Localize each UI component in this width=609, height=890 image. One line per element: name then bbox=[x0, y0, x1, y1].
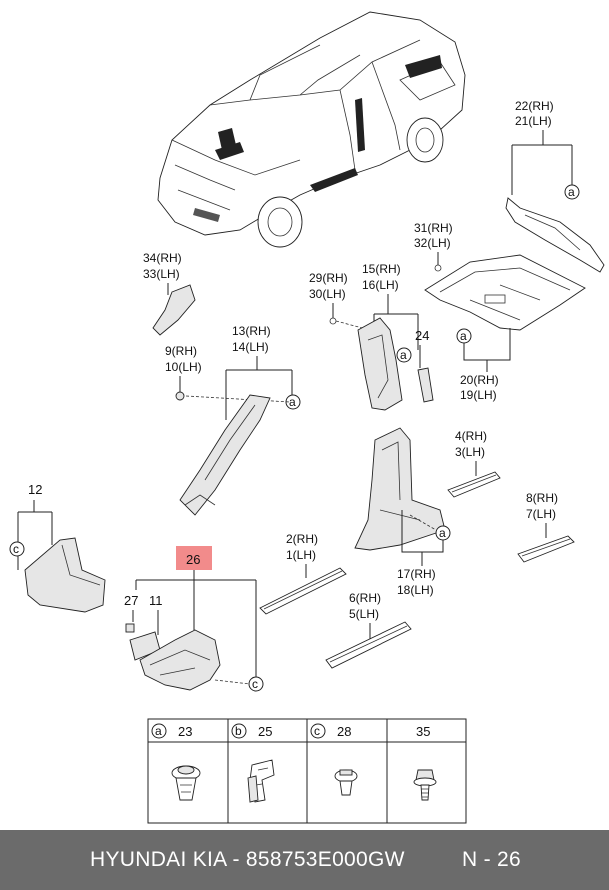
part-12: 12 c bbox=[9, 482, 106, 613]
part-number-footer: HYUNDAI KIA - 858753E000GW N - 26 bbox=[0, 830, 609, 890]
vehicle-illustration bbox=[157, 11, 466, 248]
svg-text:a: a bbox=[289, 395, 296, 409]
legend-num-28: 28 bbox=[337, 724, 351, 739]
part-6-5: 6(RH) 5(LH) bbox=[325, 591, 412, 669]
clip-28-icon bbox=[334, 769, 358, 796]
part-a-pillar: 13(RH) 14(LH) a 9(RH) 10(LH) bbox=[165, 324, 301, 516]
callout-20: 20(RH) bbox=[460, 373, 499, 387]
callout-31: 31(RH) bbox=[414, 221, 453, 235]
callout-5: 5(LH) bbox=[349, 607, 379, 621]
footer-part-number: HYUNDAI KIA - 858753E000GW bbox=[90, 848, 405, 871]
clip-25-icon bbox=[247, 759, 275, 803]
legend-num-35: 35 bbox=[416, 724, 430, 739]
parts-diagram: 22(RH) 21(LH) a 31(RH) 32(LH) a 20(RH) 1… bbox=[9, 11, 605, 824]
callout-34: 34(RH) bbox=[143, 251, 182, 265]
callout-15: 15(RH) bbox=[362, 262, 401, 276]
highlight-26 bbox=[176, 546, 212, 570]
callout-21: 21(LH) bbox=[515, 114, 552, 128]
svg-text:c: c bbox=[13, 542, 19, 556]
callout-32: 32(LH) bbox=[414, 236, 451, 250]
callout-26: 26 bbox=[186, 552, 200, 567]
callout-14: 14(LH) bbox=[232, 340, 269, 354]
callout-9: 9(RH) bbox=[165, 344, 197, 358]
part-22-21: 22(RH) 21(LH) a bbox=[505, 99, 605, 273]
callout-30: 30(LH) bbox=[309, 287, 346, 301]
part-headliner: 31(RH) 32(LH) a 20(RH) 19(LH) bbox=[414, 221, 586, 402]
legend-num-25: 25 bbox=[258, 724, 272, 739]
part-4-3: 4(RH) 3(LH) bbox=[447, 429, 501, 498]
marker-a bbox=[564, 184, 580, 200]
footer-page-ref: N - 26 bbox=[462, 848, 521, 871]
legend-letter-c: c bbox=[314, 724, 320, 738]
callout-22: 22(RH) bbox=[515, 99, 554, 113]
svg-text:a: a bbox=[439, 526, 446, 540]
legend-letter-b: b bbox=[235, 724, 242, 738]
svg-text:a: a bbox=[400, 348, 407, 362]
callout-16: 16(LH) bbox=[362, 278, 399, 292]
callout-33: 33(LH) bbox=[143, 267, 180, 281]
callout-7: 7(LH) bbox=[526, 507, 556, 521]
legend-num-23: 23 bbox=[178, 724, 192, 739]
callout-3: 3(LH) bbox=[455, 445, 485, 459]
callout-2: 2(RH) bbox=[286, 532, 318, 546]
callout-11: 11 bbox=[149, 593, 163, 608]
clip-23-icon bbox=[171, 765, 201, 801]
screw-35-icon bbox=[413, 769, 437, 801]
part-2-1: 2(RH) 1(LH) bbox=[259, 532, 347, 615]
callout-24: 24 bbox=[415, 328, 429, 343]
callout-29: 29(RH) bbox=[309, 271, 348, 285]
callout-17: 17(RH) bbox=[397, 567, 436, 581]
callout-19: 19(LH) bbox=[460, 388, 497, 402]
callout-4: 4(RH) bbox=[455, 429, 487, 443]
part-b-pillar-upper: 29(RH) 30(LH) 15(RH) 16(LH) a 24 bbox=[309, 262, 434, 411]
svg-text:c: c bbox=[252, 677, 258, 691]
part-b-pillar-lower: a 17(RH) 18(LH) bbox=[354, 427, 451, 597]
part-26-cowl-trim: 26 27 11 c bbox=[124, 546, 264, 692]
part-8-7: 8(RH) 7(LH) bbox=[517, 491, 575, 563]
callout-12: 12 bbox=[28, 482, 42, 497]
svg-text:a: a bbox=[568, 185, 575, 199]
callout-6: 6(RH) bbox=[349, 591, 381, 605]
callout-10: 10(LH) bbox=[165, 360, 202, 374]
svg-text:a: a bbox=[460, 329, 467, 343]
callout-13: 13(RH) bbox=[232, 324, 271, 338]
part-34-33: 34(RH) 33(LH) bbox=[143, 251, 196, 336]
callout-18: 18(LH) bbox=[397, 583, 434, 597]
fastener-legend-table: a 23 b 25 c 28 35 bbox=[147, 718, 467, 824]
callout-27: 27 bbox=[124, 593, 138, 608]
legend-letter-a: a bbox=[155, 724, 162, 738]
callout-8: 8(RH) bbox=[526, 491, 558, 505]
callout-1: 1(LH) bbox=[286, 548, 316, 562]
